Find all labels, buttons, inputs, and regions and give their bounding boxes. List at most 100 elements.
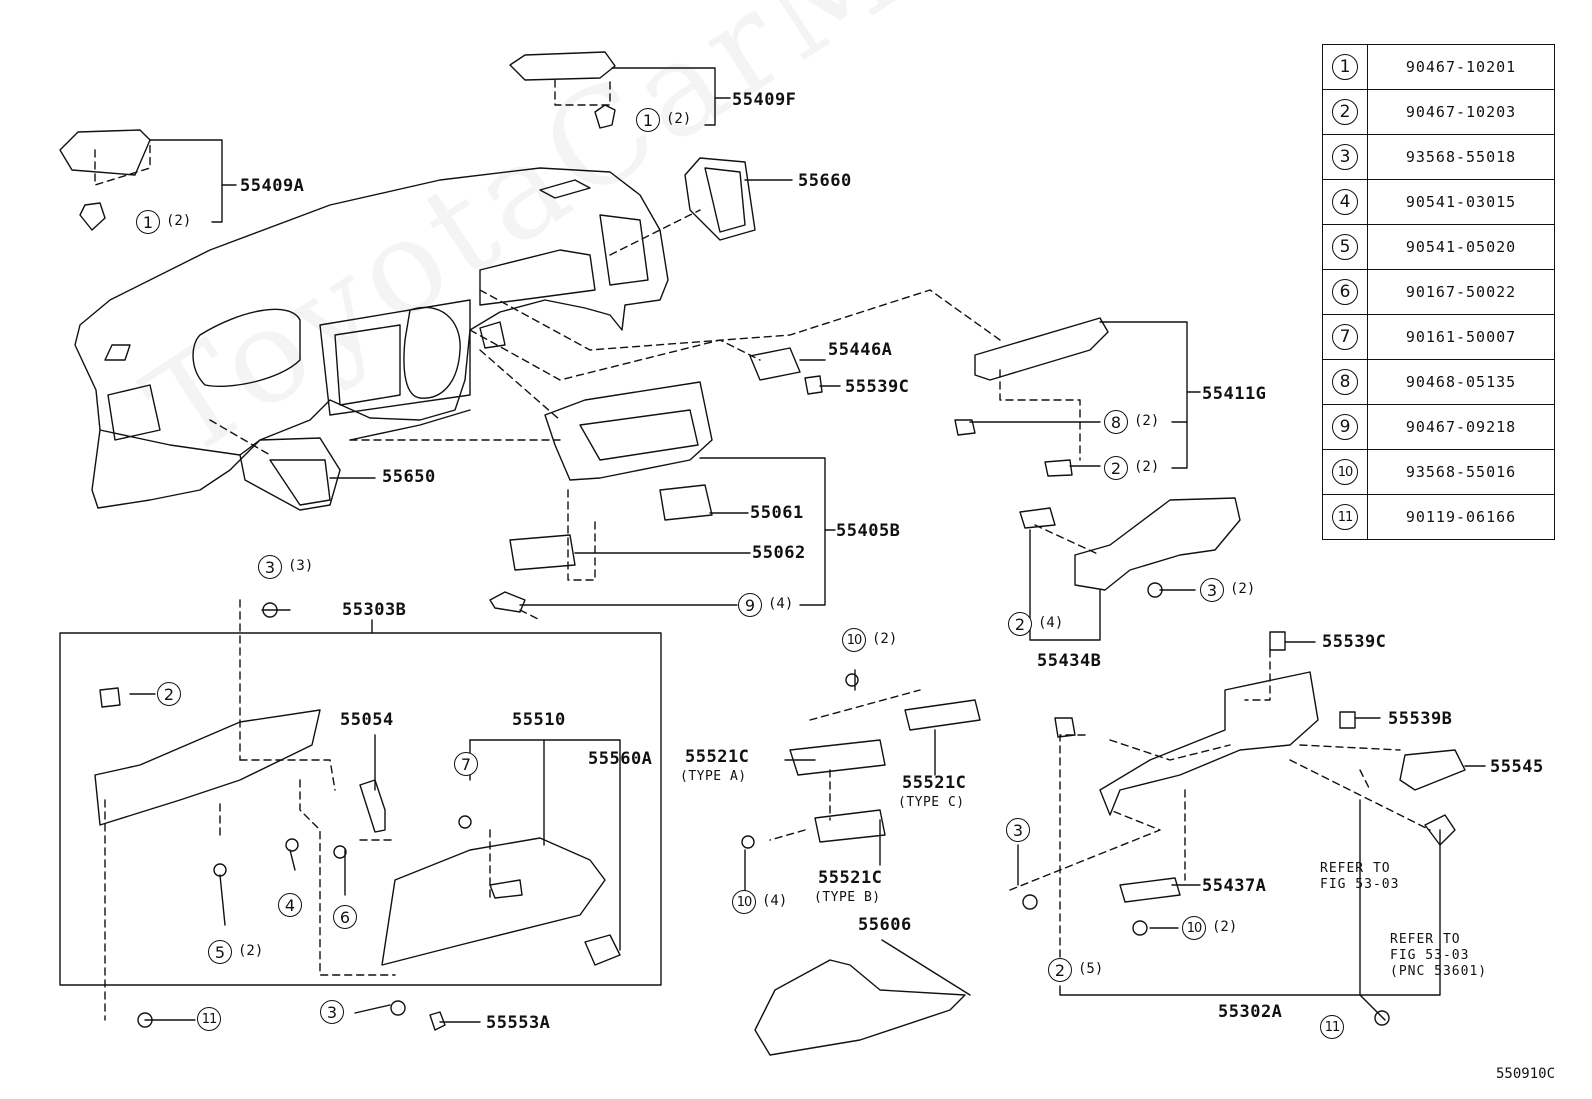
part-label-55606: 55606: [858, 915, 912, 935]
callout-circle: 7: [454, 752, 478, 776]
callout-qty: (2): [1212, 919, 1238, 935]
type-c-label: (TYPE C): [898, 795, 965, 810]
vent-55650: [239, 437, 341, 511]
part-label-55510: 55510: [512, 710, 566, 730]
clip-top: [594, 104, 616, 129]
legend-row: 11 90119-06166: [1322, 494, 1555, 540]
cover-55409A: [59, 129, 151, 176]
legend-number: 4: [1332, 189, 1358, 215]
callout-circle: 2: [1008, 612, 1032, 636]
part-label-55560A: 55560A: [588, 749, 653, 769]
legend-number: 1: [1332, 54, 1358, 80]
legend-part-number: 90468-05135: [1367, 359, 1555, 405]
callout-qty: (2): [666, 111, 692, 127]
refer-note-2-line1: REFER TO: [1390, 932, 1461, 947]
part-label-55553A: 55553A: [486, 1013, 551, 1033]
callout-qty: (4): [768, 596, 794, 612]
legend-number: 11: [1332, 504, 1358, 530]
part-label-55303B: 55303B: [342, 600, 407, 620]
legend-row: 8 90468-05135: [1322, 359, 1555, 405]
clip-left: [79, 202, 106, 231]
refer-note-2-line3: (PNC 53601): [1390, 964, 1488, 979]
callout-qty: (2): [1134, 459, 1160, 475]
callout-qty: (3): [288, 558, 314, 574]
part-label-55405B: 55405B: [836, 521, 901, 541]
refer-note-2-line2: FIG 53-03: [1390, 948, 1470, 963]
part-label-55437A: 55437A: [1202, 876, 1267, 896]
part-label-55061: 55061: [750, 503, 804, 523]
legend-row: 1 90467-10201: [1322, 44, 1555, 90]
legend-part-number: 93568-55018: [1367, 134, 1555, 180]
dashboard-panel-drawing: [74, 167, 669, 509]
refer-note-1-line1: REFER TO: [1320, 861, 1391, 876]
callout-qty: (2): [872, 631, 898, 647]
callout-circle: 11: [197, 1007, 221, 1031]
legend-part-number: 90467-09218: [1367, 404, 1555, 450]
part-label-55521C-b: 55521C: [818, 868, 883, 888]
legend-number: 7: [1332, 324, 1358, 350]
callout-qty: (4): [762, 893, 788, 909]
callout-circle: 8: [1104, 410, 1128, 434]
part-label-55409F: 55409F: [732, 90, 797, 110]
glovebox-door-55303B: [94, 709, 321, 826]
callout-qty: (2): [166, 213, 192, 229]
callout-circle: 6: [333, 905, 357, 929]
cluster-55405B: [544, 381, 713, 481]
legend-row: 9 90467-09218: [1322, 404, 1555, 450]
legend-part-number: 90467-10201: [1367, 44, 1555, 90]
part-label-55521C-a: 55521C: [685, 747, 750, 767]
part-label-55434B: 55434B: [1037, 651, 1102, 671]
legend-part-number: 90119-06166: [1367, 494, 1555, 540]
glovebox-55510: [381, 837, 606, 966]
part-label-55539C-right: 55539C: [1322, 632, 1387, 652]
legend-number: 9: [1332, 414, 1358, 440]
callout-circle: 1: [136, 210, 160, 234]
legend-number: 6: [1332, 279, 1358, 305]
type-b-label: (TYPE B): [814, 890, 881, 905]
part-label-55446A: 55446A: [828, 340, 893, 360]
part-label-55650: 55650: [382, 467, 436, 487]
legend-row: 6 90167-50022: [1322, 269, 1555, 315]
latch-55560A: [584, 934, 621, 966]
legend-number: 2: [1332, 99, 1358, 125]
vent-55660: [684, 157, 756, 241]
legend-part-number: 93568-55016: [1367, 449, 1555, 495]
part-label-55521C-c: 55521C: [902, 773, 967, 793]
refer-note-1-line2: FIG 53-03: [1320, 877, 1400, 892]
assembly-leader-lines: [94, 79, 1431, 1021]
component-shapes: [59, 51, 1466, 1056]
callout-circle: 11: [1320, 1015, 1344, 1039]
callout-circle: 2: [1048, 958, 1072, 982]
figure-code: 550910C: [1496, 1066, 1556, 1082]
callout-circle: 3: [258, 555, 282, 579]
callout-circle: 3: [1200, 578, 1224, 602]
panel-55302A: [1099, 671, 1319, 816]
part-label-55660: 55660: [798, 171, 852, 191]
pocket-55521C-C: [904, 699, 981, 731]
legend-number: 8: [1332, 369, 1358, 395]
legend-part-number: 90541-03015: [1367, 179, 1555, 225]
callout-circle: 2: [1104, 456, 1128, 480]
callout-circle: 3: [1006, 818, 1030, 842]
vent-55062: [509, 534, 576, 571]
cover-55545: [1399, 749, 1466, 791]
panel-55411G: [974, 317, 1109, 381]
part-label-55545: 55545: [1490, 757, 1544, 777]
callout-qty: (2): [1134, 413, 1160, 429]
callout-circle: 5: [208, 940, 232, 964]
legend-number: 3: [1332, 144, 1358, 170]
callout-qty: (2): [238, 943, 264, 959]
legend-part-number: 90167-50022: [1367, 269, 1555, 315]
callout-qty: (2): [1230, 581, 1256, 597]
cover-55409F: [509, 51, 616, 81]
switch-55446A: [749, 347, 801, 381]
callout-circle: 10: [842, 628, 866, 652]
callout-circle: 9: [738, 593, 762, 617]
legend-part-number: 90541-05020: [1367, 224, 1555, 270]
